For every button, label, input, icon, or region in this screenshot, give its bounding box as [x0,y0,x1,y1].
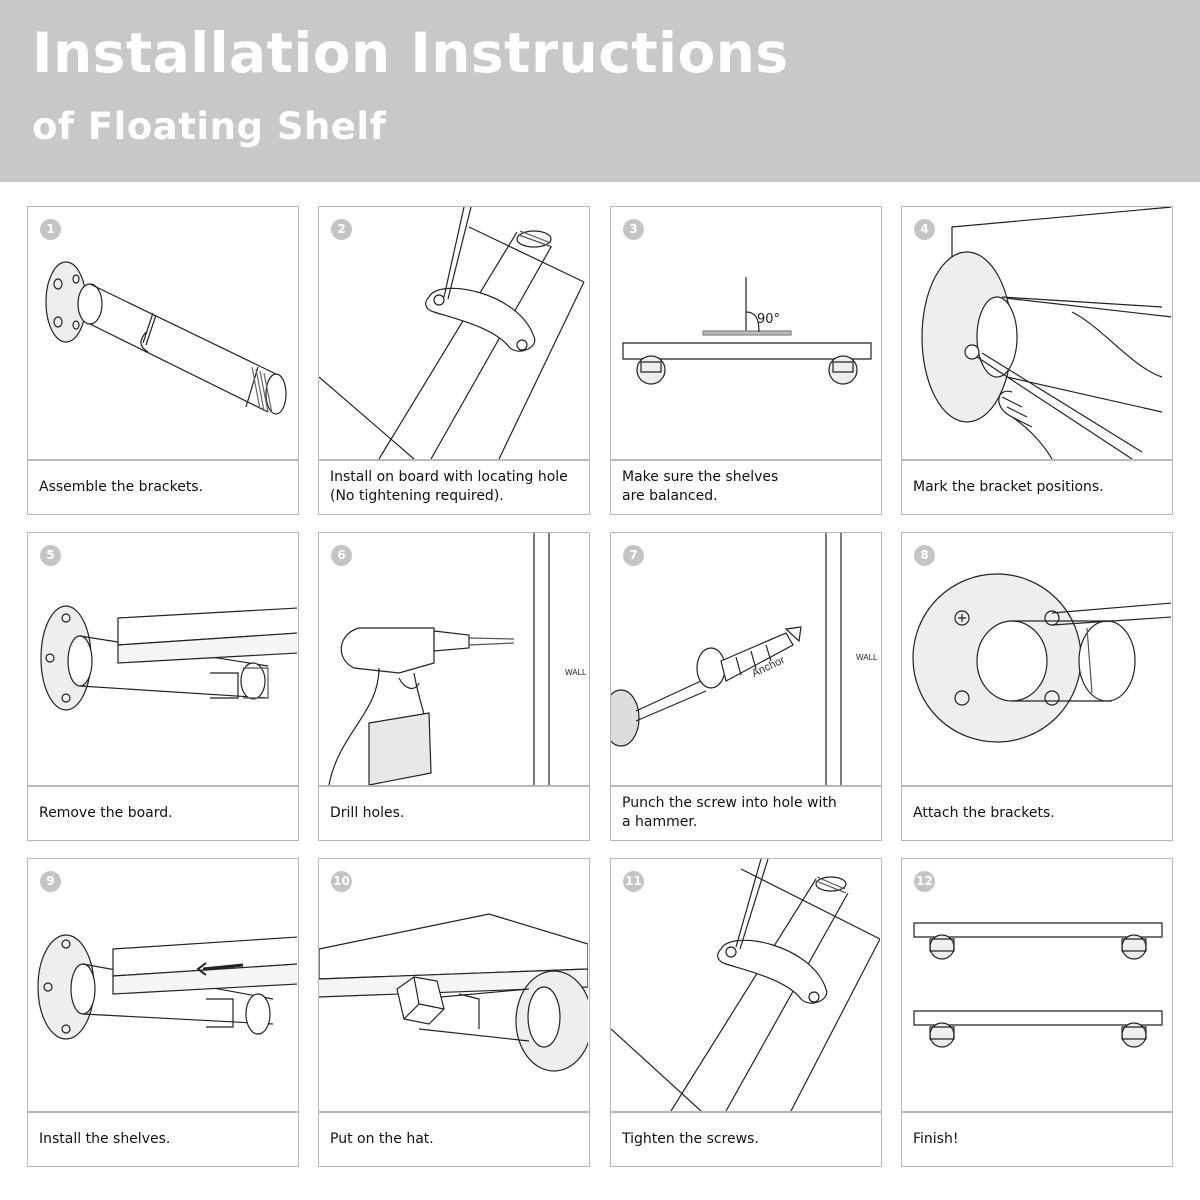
step-card-11: 11 Tighten the screws. [610,858,882,1167]
step-number-badge: 6 [331,545,352,566]
caption-divider [902,785,1172,787]
step-12-illustration [902,859,1171,1111]
step-number-badge: 8 [914,545,935,566]
step-caption: Drill holes. [330,804,405,821]
step-number-badge: 12 [914,871,935,892]
caption-divider [319,785,589,787]
step-card-4: 4 Mark the bracket positions. [901,206,1173,515]
step-11-illustration [611,859,880,1111]
step-number-badge: 5 [40,545,61,566]
page-subtitle: of Floating Shelf [32,105,387,148]
step-caption: Punch the screw into hole with a hammer. [622,795,837,830]
caption-divider [902,1111,1172,1113]
caption-divider [319,459,589,461]
step-card-6: 6 WALL Drill holes. [318,532,590,841]
step-caption: Put on the hat. [330,1130,434,1147]
step-caption: Finish! [913,1130,959,1147]
caption-divider [28,1111,298,1113]
step-card-7: 7 Anchor WALL Punch the screw into hole … [610,532,882,841]
caption-divider [611,1111,881,1113]
wall-label: WALL [856,653,878,662]
step-9-illustration [28,859,297,1111]
step-caption: Install the shelves. [39,1130,171,1147]
step-caption: Attach the brackets. [913,804,1055,821]
caption-divider [902,459,1172,461]
page-title: Installation Instructions [32,21,789,85]
step-3-illustration: 90° [611,207,880,459]
step-caption: Make sure the shelves are balanced. [622,469,779,504]
header-banner: Installation Instructions of Floating Sh… [0,0,1200,182]
step-2-illustration [319,207,588,459]
step-card-9: 9 Install the shelves. [27,858,299,1167]
step-card-5: 5 Remove the board. [27,532,299,841]
step-caption: Remove the board. [39,804,173,821]
caption-divider [611,785,881,787]
step-card-8: 8 Attach the brackets. [901,532,1173,841]
step-number-badge: 9 [40,871,61,892]
step-card-2: 2 Install on board with locating hole (N… [318,206,590,515]
caption-divider [28,459,298,461]
step-card-1: 1 Assemble the brackets. [27,206,299,515]
angle-label: 90° [757,312,781,327]
step-caption: Assemble the brackets. [39,478,204,495]
step-1-illustration [28,207,297,459]
step-number-badge: 2 [331,219,352,240]
caption-divider [28,785,298,787]
step-caption: Tighten the screws. [622,1130,759,1147]
step-card-10: 10 Put on the hat. [318,858,590,1167]
step-4-illustration [902,207,1171,459]
step-7-illustration: Anchor WALL [611,533,880,785]
step-number-badge: 4 [914,219,935,240]
step-card-12: 12 Finish! [901,858,1173,1167]
step-card-3: 3 90° Make sure the shelves are balanced… [610,206,882,515]
step-6-illustration: WALL [319,533,588,785]
step-caption: Mark the bracket positions. [913,478,1104,495]
caption-divider [611,459,881,461]
step-number-badge: 11 [623,871,644,892]
step-8-illustration [902,533,1171,785]
step-number-badge: 1 [40,219,61,240]
step-5-illustration [28,533,297,785]
wall-label: WALL [565,668,587,677]
step-number-badge: 3 [623,219,644,240]
step-number-badge: 10 [331,871,352,892]
caption-divider [319,1111,589,1113]
step-number-badge: 7 [623,545,644,566]
step-caption: Install on board with locating hole (No … [330,469,568,504]
step-10-illustration [319,859,588,1111]
